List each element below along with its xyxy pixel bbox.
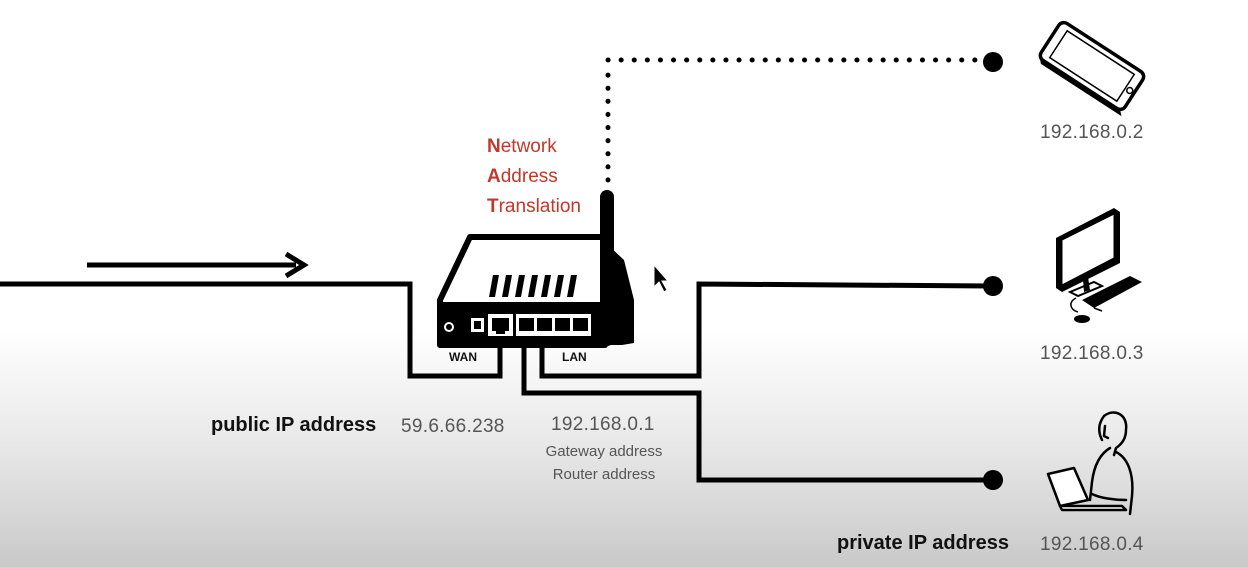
public-ip-value: 59.6.66.238 xyxy=(401,416,505,437)
router-caption: Router address xyxy=(552,466,656,483)
antenna-icon xyxy=(600,190,614,346)
phone-ip-value: 192.168.0.2 xyxy=(1040,122,1144,143)
public-ip-label: public IP address xyxy=(211,414,377,436)
wireless-connection-line xyxy=(605,52,1003,183)
desktop-computer-icon xyxy=(1056,208,1142,323)
nat-line-translation: Translation xyxy=(487,196,581,217)
gateway-caption: Gateway address xyxy=(545,443,663,460)
computer-ip-value: 192.168.0.3 xyxy=(1040,343,1144,364)
person-laptop-icon xyxy=(1046,411,1134,516)
laptop-ip-value: 192.168.0.4 xyxy=(1040,534,1144,555)
smartphone-icon xyxy=(1038,20,1146,117)
nat-line-address: Address xyxy=(487,166,558,187)
gateway-ip-value: 192.168.0.1 xyxy=(551,414,655,435)
arrow-right-icon xyxy=(87,251,309,279)
lan-port-label: LAN xyxy=(562,350,587,364)
wan-port-label: WAN xyxy=(449,350,477,364)
private-ip-label: private IP address xyxy=(837,532,1009,554)
wan-connection-line xyxy=(0,281,503,379)
nat-line-network: Network xyxy=(487,136,557,157)
mouse-cursor-icon xyxy=(653,263,670,293)
lan-connection-line-computer xyxy=(539,276,1003,379)
lan-connection-line-laptop xyxy=(521,342,1003,490)
